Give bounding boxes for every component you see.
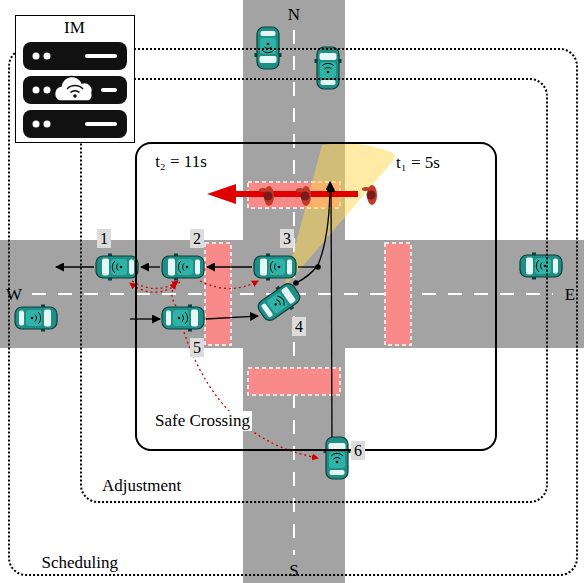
callout-number: 6	[351, 441, 365, 460]
time-label: t₂ = 11s	[153, 152, 209, 171]
zone-label: IM	[62, 18, 87, 38]
zone-label: Scheduling	[40, 553, 121, 573]
callout-number: 5	[190, 338, 204, 357]
callout-number: 3	[280, 229, 294, 248]
callout-number: 2	[190, 229, 204, 248]
compass-letter: S	[289, 561, 298, 580]
compass-letter: N	[288, 5, 300, 24]
zone-label: Safe Crossing	[153, 411, 252, 431]
callout-number: 1	[97, 229, 111, 248]
adjustment-zone: Adjustment Safe Crossing	[80, 78, 548, 503]
zone-label: Adjustment	[100, 476, 183, 496]
time-label: t₁ = 5s	[394, 153, 442, 172]
compass-letter: E	[565, 285, 575, 304]
compass-letter: W	[6, 285, 22, 304]
callout-number: 4	[292, 317, 306, 336]
safe-crossing-zone: Safe Crossing	[135, 142, 497, 451]
server-icon	[15, 15, 135, 143]
